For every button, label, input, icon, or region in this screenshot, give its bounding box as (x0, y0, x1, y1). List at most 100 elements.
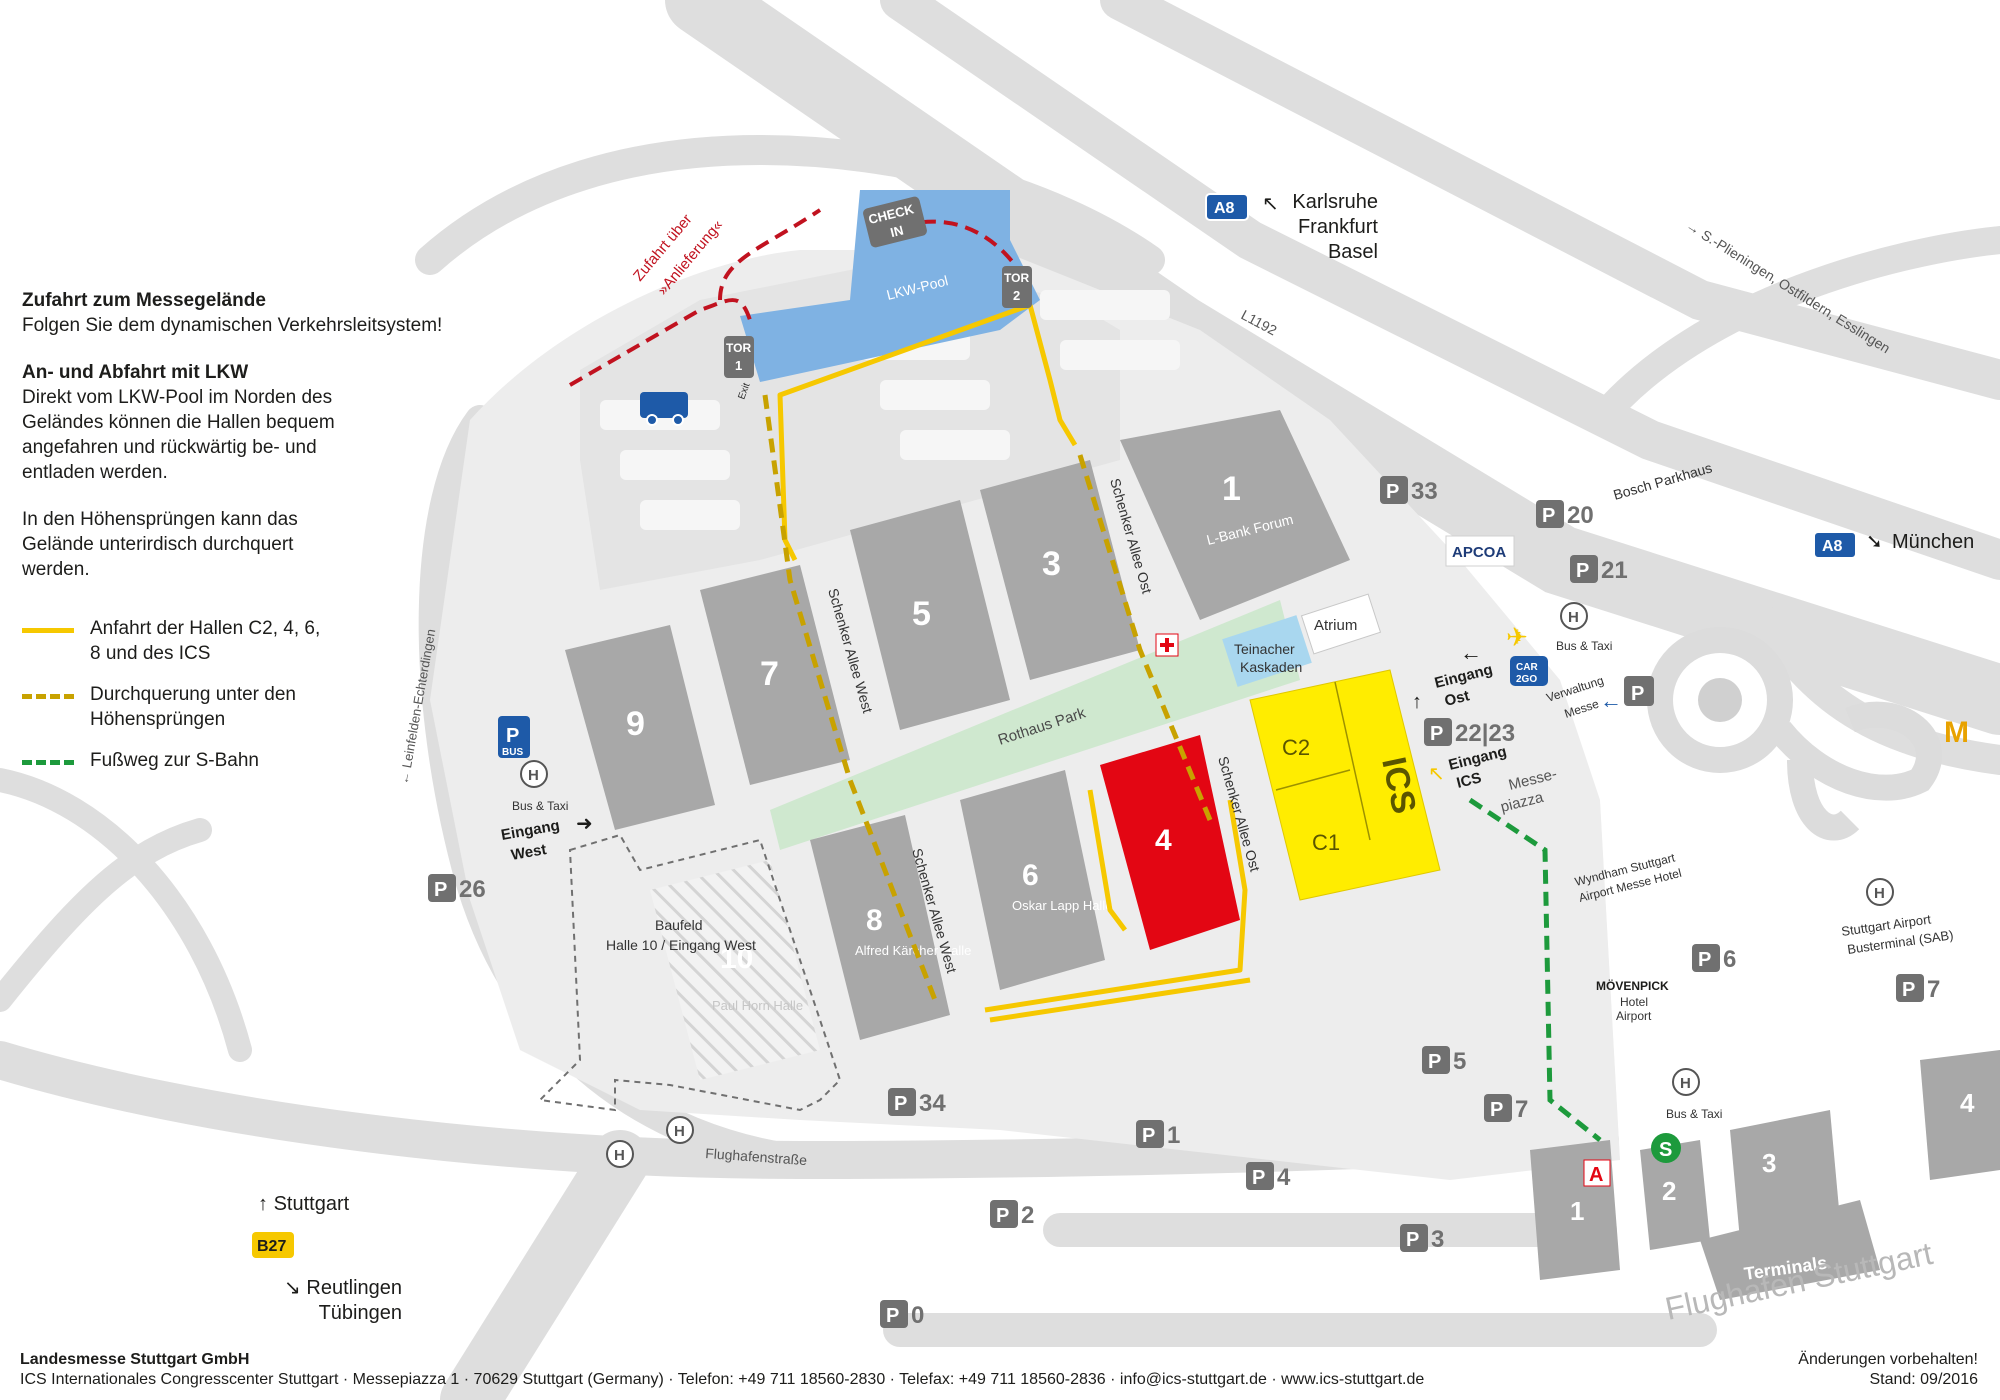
svg-text:A: A (1589, 1164, 1603, 1186)
legend-label-yellow: Anfahrt der Hallen C2, 4, 6, 8 und des I… (90, 618, 321, 664)
eingang-ost-arrow: ↑ (1412, 691, 1422, 713)
parking-label-p1: 1 (1167, 1122, 1180, 1149)
hall-4-shape[interactable] (1100, 735, 1240, 950)
baufeld-label-2: Halle 10 / Eingang West (606, 937, 756, 953)
teinacher-kaskaden[interactable] (1222, 615, 1312, 687)
svg-text:P: P (1430, 723, 1443, 745)
airport-terminals (1530, 1050, 2000, 1300)
terminal-4: 4 (1960, 1088, 1975, 1118)
svg-text:1: 1 (735, 358, 742, 373)
svg-text:P: P (1386, 481, 1399, 503)
mcdonalds-icon: M (1944, 716, 1969, 749)
legend-item-yellow: Anfahrt der Hallen C2, 4, 6, 8 und des I… (22, 616, 492, 666)
lkw-pool[interactable] (740, 190, 1040, 382)
hall-7-shape[interactable] (700, 565, 850, 785)
footer-note-1: Änderungen vorbehalten! (1798, 1351, 1978, 1368)
eingang-west-2: West (510, 841, 548, 864)
svg-text:P: P (1490, 1099, 1503, 1121)
moevenpick-3: Airport (1616, 1009, 1652, 1023)
svg-text:B27: B27 (257, 1238, 286, 1255)
hall-5-shape[interactable] (850, 500, 1010, 730)
south-arrow-icon: ↘ (284, 1277, 307, 1299)
svg-text:TOR: TOR (1004, 271, 1029, 285)
bus-stop-icon-south: H (1672, 1068, 1700, 1096)
svg-text:IN: IN (889, 222, 905, 240)
svg-text:TOR: TOR (726, 341, 751, 355)
a8-east-dest: München (1892, 531, 1974, 553)
baufeld-label-1: Baufeld (655, 917, 702, 933)
bus-stop-icon-airport: H (1866, 878, 1894, 906)
svg-text:P: P (1142, 1125, 1155, 1147)
hall-4-number: 4 (1155, 824, 1172, 857)
car2go-icon: CAR 2GO (1510, 656, 1548, 686)
terminal-2: 2 (1662, 1176, 1676, 1206)
svg-text:P: P (1576, 560, 1589, 582)
bus-taxi-west: Bus & Taxi (512, 799, 568, 813)
svg-text:H: H (1568, 609, 1579, 626)
a8-destinations: Karlsruhe Frankfurt Basel (1286, 190, 1378, 265)
check-in-sign: CHECK IN (863, 196, 927, 248)
verwaltung-parking-sign: P (1624, 676, 1654, 706)
reutlingen-label: Reutlingen (306, 1277, 402, 1299)
rothaus-park[interactable] (770, 600, 1300, 850)
svg-text:P: P (1542, 505, 1555, 527)
tor-2-sign: TOR 2 (1002, 266, 1032, 308)
legend-line-green (22, 760, 74, 765)
hall-6-shape[interactable] (960, 770, 1105, 990)
ics-building[interactable] (1249, 669, 1441, 901)
hall-9-shape[interactable] (565, 625, 715, 830)
a8-north-arrow: ↖ (1262, 193, 1279, 215)
road-flughafenstrasse: Flughafenstraße (705, 1145, 808, 1168)
stuttgart-arrow-icon: ↑ (258, 1193, 274, 1215)
svg-text:P: P (996, 1205, 1009, 1227)
hall-3-shape[interactable] (980, 460, 1140, 680)
hall-8-shape[interactable] (810, 815, 950, 1040)
pharmacy-icon: A (1583, 1159, 1611, 1187)
parking-label-p34: 34 (919, 1090, 946, 1117)
hall-10-number: 10 (720, 942, 753, 975)
hall-1-number: 1 (1222, 470, 1241, 508)
svg-text:CAR: CAR (1516, 662, 1538, 673)
atrium-label: Atrium (1314, 617, 1357, 634)
hall-5-number: 5 (912, 595, 931, 633)
hall-7-number: 7 (760, 655, 779, 693)
truck-title: An- und Abfahrt mit LKW (22, 362, 249, 383)
svg-text:APCOA: APCOA (1452, 544, 1506, 561)
route-red-access (569, 208, 1017, 387)
a8-dest-karlsruhe: Karlsruhe (1292, 191, 1378, 213)
tunnel-text: In den Höhensprüngen kann das Gelände un… (22, 509, 298, 580)
svg-text:P: P (434, 879, 447, 901)
footer: Landesmesse Stuttgart GmbH ICS Internati… (20, 1350, 1424, 1390)
parking-label-p7b: 7 (1927, 976, 1940, 1003)
svg-text:S: S (1659, 1139, 1672, 1161)
route-walk-green (1468, 797, 1602, 1142)
bus-stop-icon-road-1: H (606, 1140, 634, 1168)
tor-1-sign: TOR 1 Exit (724, 336, 754, 401)
eingang-ics-2: ICS (1455, 769, 1483, 792)
hall-8-sub: Alfred Kärcher Halle (855, 943, 971, 958)
svg-text:P: P (1902, 979, 1915, 1001)
svg-text:H: H (674, 1123, 685, 1140)
svg-text:BUS: BUS (502, 747, 523, 758)
ics-c2: C2 (1282, 735, 1310, 760)
eingang-west-arrow: ➜ (576, 813, 593, 835)
hall-1-shape[interactable] (1120, 410, 1350, 620)
tuebingen-label: Tübingen (318, 1302, 402, 1324)
hall-10-shape[interactable] (650, 860, 820, 1080)
svg-text:H: H (1680, 1075, 1691, 1092)
hall-9-number: 9 (626, 705, 645, 743)
bus-stop-icon-east: H (1560, 602, 1588, 630)
east-arrow-left-icon: ← (1460, 640, 1482, 665)
hall-6-number: 6 (1022, 859, 1039, 892)
atrium[interactable] (1300, 593, 1382, 655)
s-bahn-icon: S (1651, 1133, 1681, 1163)
terminal-1: 1 (1570, 1196, 1584, 1226)
